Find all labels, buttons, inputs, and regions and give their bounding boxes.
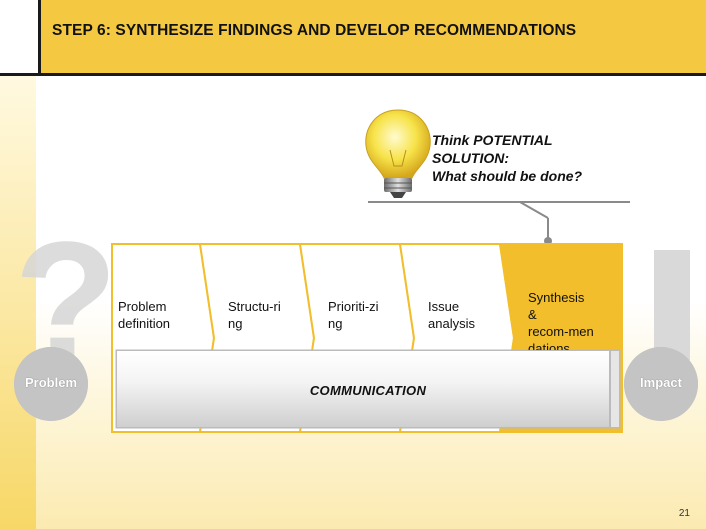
callout-connector [519, 201, 552, 245]
step-5-label: Synthesis & recom-men dations [528, 290, 594, 356]
communication-bar-overlay [116, 350, 610, 428]
callout-text: Think POTENTIAL SOLUTION: What should be… [432, 131, 582, 185]
step-3-label: Prioriti-zi ng [328, 299, 379, 331]
callout-line-1: Think POTENTIAL [432, 132, 553, 148]
page-title: STEP 6: SYNTHESIZE FINDINGS AND DEVELOP … [52, 22, 577, 39]
problem-label: Problem [24, 375, 77, 390]
communication-bar-end [610, 350, 620, 428]
step-4-label: Issue analysis [428, 299, 475, 331]
title-underline [0, 73, 706, 76]
problem-circle-fill [14, 347, 88, 421]
step-2-label: Structu-ri ng [228, 299, 281, 331]
callout-divider [368, 201, 630, 203]
lightbulb-icon [365, 109, 431, 198]
communication-label: COMMUNICATION [309, 383, 427, 398]
impact-label: Impact [640, 375, 682, 390]
left-gradient-strip [0, 76, 36, 529]
page-number: 21 [678, 508, 690, 519]
callout-line-3: What should be done? [432, 168, 583, 184]
title-banner [38, 0, 706, 73]
callout-line-2: SOLUTION: [432, 150, 509, 166]
step-1-label: Problem definition [118, 299, 171, 331]
impact-circle-fill [624, 347, 698, 421]
exclamation-mark-icon [654, 250, 690, 360]
